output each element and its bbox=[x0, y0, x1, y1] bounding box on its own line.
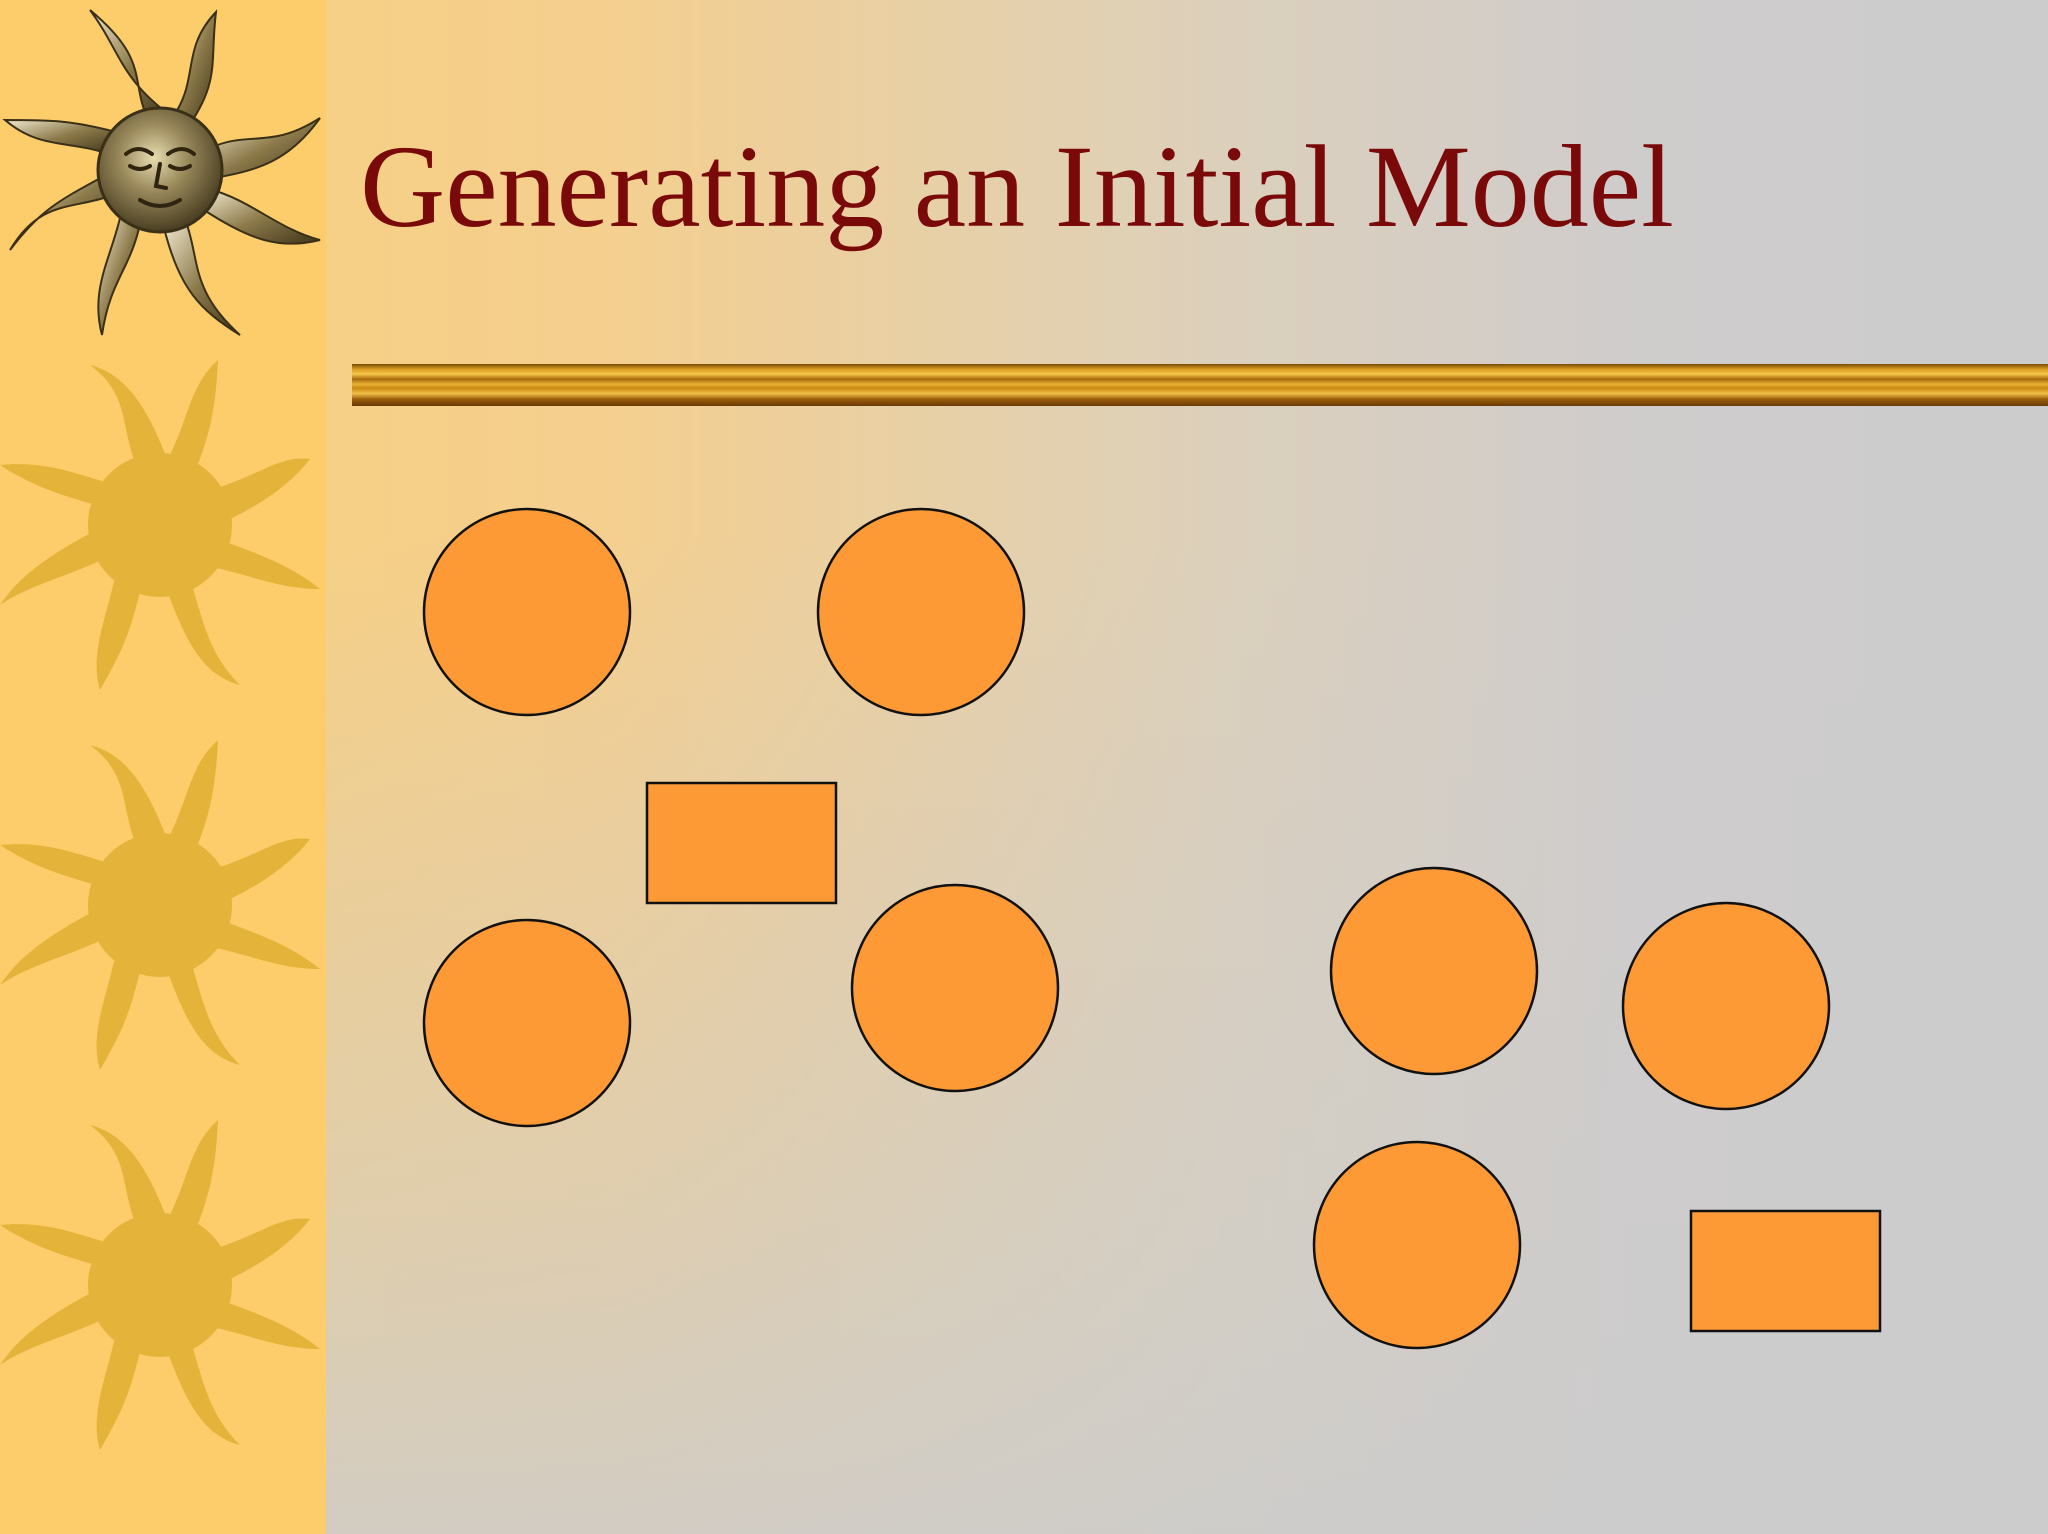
sidebar-decoration bbox=[0, 0, 326, 1534]
sun-face-icon bbox=[2, 9, 321, 336]
node-circle bbox=[816, 507, 1026, 717]
slide-title: Generating an Initial Model bbox=[360, 121, 1674, 252]
sun-icon bbox=[0, 740, 320, 1070]
node-circle bbox=[1329, 866, 1539, 1076]
node-circle bbox=[1621, 901, 1831, 1111]
node-circle bbox=[422, 918, 632, 1128]
node-rectangle bbox=[1689, 1209, 1882, 1333]
node-circle bbox=[1312, 1140, 1522, 1350]
node-rectangle bbox=[645, 781, 838, 905]
title-divider bbox=[352, 364, 2048, 406]
sun-icon bbox=[0, 360, 320, 690]
sun-icon bbox=[0, 1120, 320, 1450]
node-circle bbox=[422, 507, 632, 717]
node-circle bbox=[850, 883, 1060, 1093]
